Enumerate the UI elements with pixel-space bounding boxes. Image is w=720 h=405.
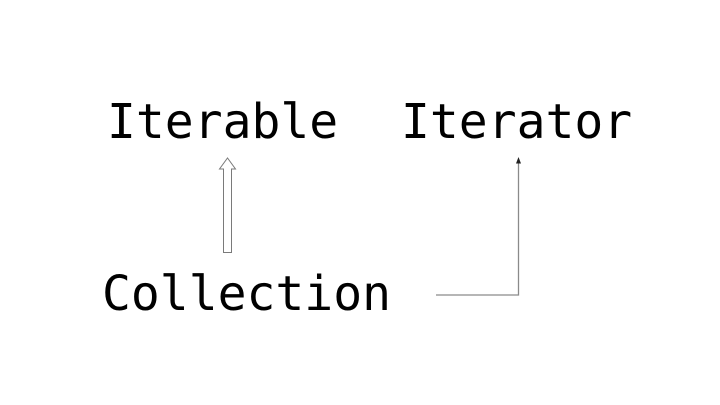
node-iterator: Iterator xyxy=(401,94,633,150)
node-iterable: Iterable xyxy=(107,94,339,150)
node-collection: Collection xyxy=(102,266,391,322)
elbow-arrow-icon xyxy=(436,157,521,296)
hollow-up-arrow-icon xyxy=(218,157,237,253)
